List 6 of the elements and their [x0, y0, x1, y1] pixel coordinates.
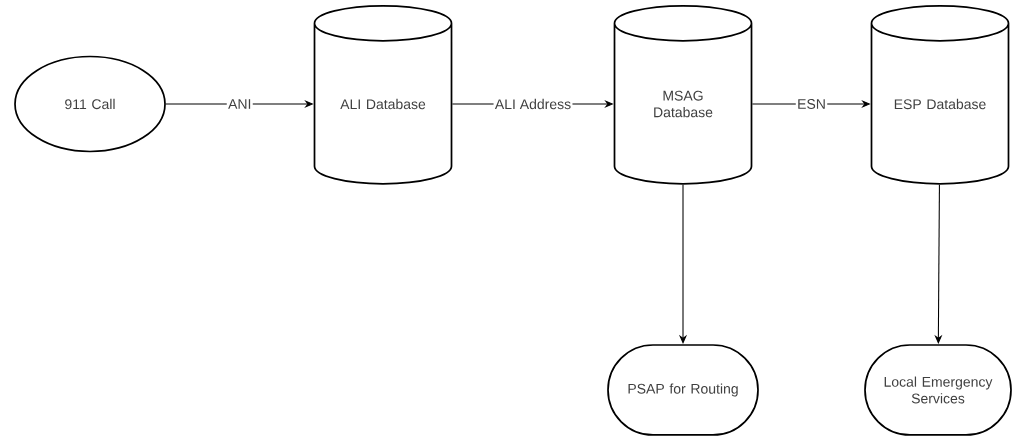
database-cylinder: ESP Database — [870, 4, 1010, 185]
database-cylinder: MSAG Database — [613, 4, 753, 185]
edge-label: ANI — [226, 97, 253, 111]
edge-label: ALI Address — [493, 97, 573, 111]
database-cylinder: ALI Database — [313, 4, 453, 185]
edge-label: ESN — [795, 97, 828, 111]
